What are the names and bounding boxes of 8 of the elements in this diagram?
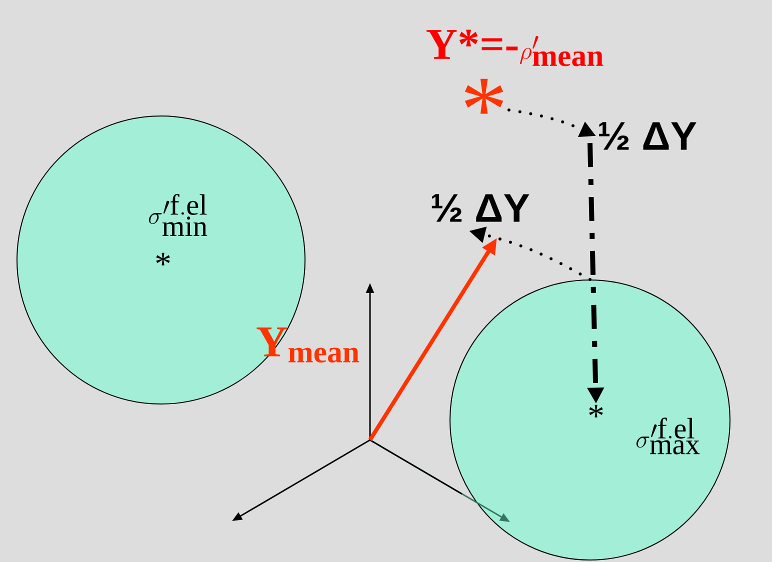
asterisk: * (464, 78, 504, 114)
half-delta-label: ½ ΔY (432, 194, 530, 222)
half-delta-label: ½ ΔY (599, 122, 696, 150)
stress-label: $\sigma'^{\mathrm{f.el}}_{\mathrm{min}}$ (148, 194, 208, 236)
asterisk: * (589, 404, 603, 418)
formula-label: $\mathbf{Y}\textbf{*=-}\rho'_{\mathbf{mean}}$ (426, 30, 604, 66)
asterisk: * (156, 252, 170, 266)
stress-label: $\sigma'^{\mathrm{f.el}}_{\mathrm{max}}$ (636, 418, 700, 454)
